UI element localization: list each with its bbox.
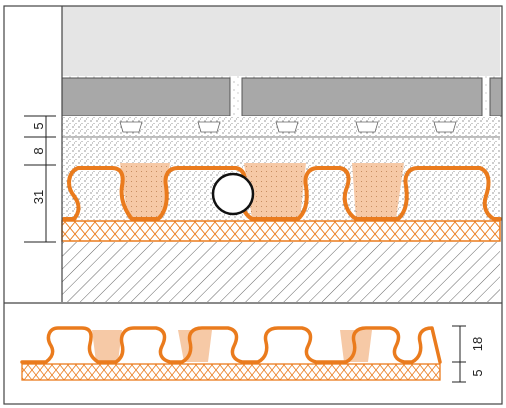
cavity-fill bbox=[244, 163, 306, 219]
diagram-frame bbox=[3, 5, 503, 405]
dim-stud-height: 18 bbox=[470, 337, 485, 351]
tile bbox=[61, 77, 231, 117]
cavity-fill bbox=[120, 163, 170, 219]
panel-fleece bbox=[21, 363, 441, 381]
concrete-substrate bbox=[62, 242, 500, 302]
dimension-markers bbox=[24, 115, 56, 243]
cavity-fill bbox=[352, 163, 404, 219]
tile bbox=[241, 77, 483, 117]
dim-tile-adhesive: 5 bbox=[31, 122, 46, 129]
panel-cavities bbox=[92, 330, 372, 362]
top-section: 5 8 31 bbox=[24, 6, 503, 302]
wall bbox=[62, 6, 500, 76]
dim-fleece-base: 5 bbox=[470, 369, 485, 376]
heating-panel-cavities bbox=[120, 163, 404, 219]
dim-screed-cover: 8 bbox=[31, 147, 46, 154]
heating-pipe bbox=[211, 172, 255, 216]
fleece-layer bbox=[61, 220, 501, 242]
tile bbox=[489, 77, 503, 117]
panel-stud-profile bbox=[20, 326, 442, 364]
tile-row bbox=[61, 77, 503, 117]
bottom-dimension-markers bbox=[452, 325, 466, 383]
uncoupling-membrane-studs bbox=[119, 121, 457, 133]
heating-panel-stud-profile bbox=[62, 166, 502, 221]
bottom-section: 18 5 bbox=[20, 325, 485, 383]
dim-system-height: 31 bbox=[31, 190, 46, 204]
